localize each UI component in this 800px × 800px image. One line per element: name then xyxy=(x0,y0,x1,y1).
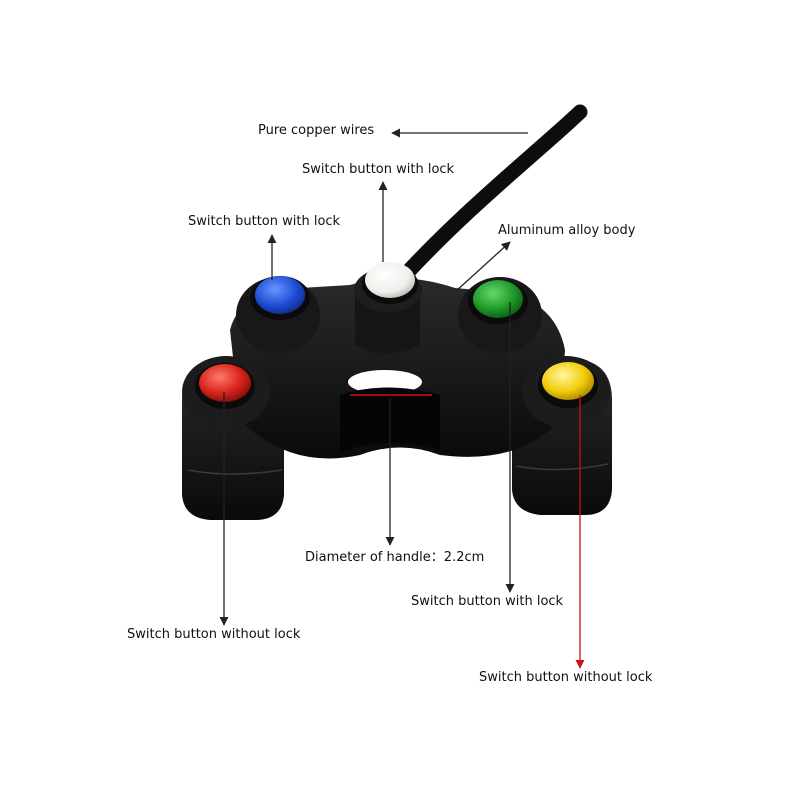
label-right-switch-with-lock: Switch button with lock xyxy=(411,594,564,609)
label-pure-copper-wires: Pure copper wires xyxy=(258,123,375,138)
blue-lock-button xyxy=(250,276,310,320)
label-right-switch-without-lock: Switch button without lock xyxy=(479,670,653,685)
label-diameter-of-handle: Diameter of handle：2.2cm xyxy=(305,550,485,565)
label-left-switch-without-lock: Switch button without lock xyxy=(127,627,301,642)
label-left-switch-with-lock: Switch button with lock xyxy=(188,214,341,229)
green-lock-button xyxy=(468,280,528,324)
white-lock-button xyxy=(362,262,418,304)
yellow-nolock-button xyxy=(538,362,598,408)
label-top-switch-with-lock: Switch button with lock xyxy=(302,162,455,177)
arrow-icon xyxy=(454,241,511,293)
copper-wire-cable xyxy=(397,104,588,283)
label-aluminum-alloy-body: Aluminum alloy body xyxy=(498,223,636,238)
red-nolock-button xyxy=(195,363,255,409)
